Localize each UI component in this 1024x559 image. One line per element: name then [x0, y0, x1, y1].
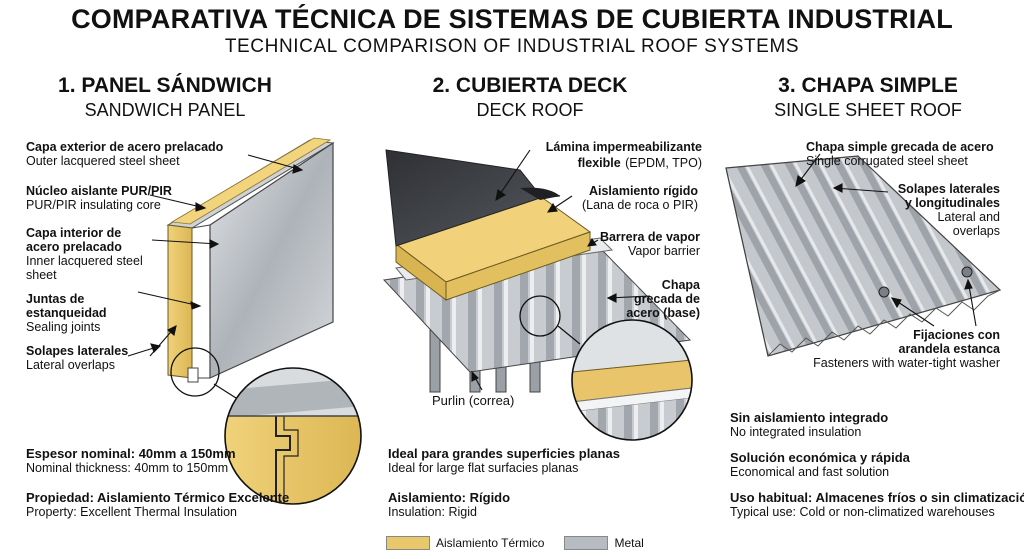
label-es-2: acero prelacado: [26, 240, 122, 254]
label-en: Lateral overlaps: [26, 358, 115, 372]
deck-label-base: Chapa grecada de acero (base): [600, 278, 700, 320]
label-en: Outer lacquered steel sheet: [26, 154, 180, 168]
sandwich-panel-drawing: [166, 137, 335, 399]
deck-label-membrane: Lámina impermeabilizante flexible (EPDM,…: [528, 140, 702, 172]
fact-es: Ideal para grandes superficies planas: [388, 446, 620, 461]
simple-label-sheet: Chapa simple grecada de acero Single cor…: [806, 140, 994, 168]
fact-en: Nominal thickness: 40mm to 150mm: [26, 461, 229, 475]
fact-es: Uso habitual: Almacenes fríos o sin clim…: [730, 490, 1024, 505]
sandwich-subheading: SANDWICH PANEL: [84, 100, 246, 120]
label-es: Lámina impermeabilizante: [545, 140, 702, 154]
fact-en: No integrated insulation: [730, 425, 862, 439]
label-es-3: acero (base): [626, 306, 700, 320]
label-en: Sealing joints: [26, 320, 101, 334]
label-en: (EPDM, TPO): [625, 156, 702, 170]
label-en: Inner lacquered steel: [26, 254, 143, 268]
label-es: Barrera de vapor: [599, 230, 700, 244]
simple-heading: 3. CHAPA SIMPLE: [778, 74, 958, 97]
simple-label-fasteners: Fijaciones con arandela estanca Fastener…: [790, 328, 1000, 370]
label-es: Núcleo aislante PUR/PIR: [26, 184, 172, 198]
label-en-2: sheet: [26, 268, 57, 282]
fact-en: Economical and fast solution: [730, 465, 890, 479]
label-es: Fijaciones con: [913, 328, 1000, 342]
page-title: COMPARATIVA TÉCNICA DE SISTEMAS DE CUBIE…: [71, 4, 953, 34]
fact-es: Espesor nominal: 40mm a 150mm: [26, 446, 236, 461]
label-es: Juntas de: [26, 292, 85, 306]
label-es: Capa interior de: [26, 226, 122, 240]
fact-es: Solución económica y rápida: [730, 450, 910, 465]
deck-label-insulation: Aislamiento rígido (Lana de roca o PIR): [560, 184, 698, 212]
label-es: Solapes laterales: [897, 182, 1000, 196]
label-es: Aislamiento rígido: [588, 184, 698, 198]
sandwich-fact-thickness: Espesor nominal: 40mm a 150mm Nominal th…: [26, 446, 236, 476]
fact-es: Aislamiento: Rígido: [388, 490, 511, 505]
single-leaders: [795, 153, 977, 327]
sandwich-joint-detail: [224, 367, 362, 505]
label-es: Chapa simple grecada de acero: [806, 140, 994, 154]
deck-leaders: [471, 149, 651, 391]
label-es-2: grecada de: [633, 292, 700, 306]
simple-fact-no-insulation: Sin aislamiento integrado No integrated …: [730, 410, 888, 440]
label-es: Solapes laterales: [26, 344, 129, 358]
sandwich-label-overlaps: Solapes laterales Lateral overlaps: [26, 344, 128, 372]
label-en-2: overlaps: [952, 224, 1000, 238]
label-en: PUR/PIR insulating core: [26, 198, 161, 212]
legend: Aislamiento Térmico Metal: [386, 536, 644, 550]
label-en: Fasteners with water-tight washer: [813, 356, 1000, 370]
fact-es: Sin aislamiento integrado: [730, 410, 889, 425]
label-en: Lateral and: [937, 210, 1000, 224]
sandwich-leaders: [127, 154, 304, 357]
label-es-2: arandela estanca: [898, 342, 1000, 356]
deck-fact-surfaces: Ideal para grandes superficies planas Id…: [388, 446, 620, 476]
label-es: Capa exterior de acero prelacado: [26, 140, 224, 154]
sandwich-fact-property: Propiedad: Aislamiento Térmico Excelente…: [26, 490, 289, 520]
fact-en: Ideal for large flat surfacies planas: [388, 461, 579, 475]
sandwich-heading: 1. PANEL SÁNDWICH: [58, 74, 272, 97]
fact-en: Insulation: Rigid: [388, 505, 477, 519]
label-es: Chapa: [661, 278, 700, 292]
deck-roof-drawing: [382, 149, 693, 441]
legend-label-insulation: Aislamiento Térmico: [436, 536, 545, 550]
label-en: Vapor barrier: [627, 244, 700, 258]
label-en: (Lana de roca o PIR): [581, 198, 698, 212]
legend-swatch-metal: [564, 536, 609, 550]
fact-en: Property: Excellent Thermal Insulation: [26, 505, 237, 519]
sandwich-label-core: Núcleo aislante PUR/PIR PUR/PIR insulati…: [26, 184, 172, 212]
simple-subheading: SINGLE SHEET ROOF: [774, 100, 962, 120]
deck-subheading: DECK ROOF: [476, 100, 584, 120]
sandwich-label-inner-sheet: Capa interior de acero prelacado Inner l…: [26, 226, 143, 282]
deck-purlin-label: Purlin (correa): [432, 393, 515, 408]
single-sheet-drawing: [725, 155, 1002, 357]
sandwich-label-joints: Juntas de estanqueidad Sealing joints: [26, 292, 107, 334]
deck-fact-insulation: Aislamiento: Rígido Insulation: Rigid: [388, 490, 510, 520]
label-es-2: flexible: [577, 156, 621, 170]
fact-es: Propiedad: Aislamiento Térmico Excelente: [26, 490, 290, 505]
deck-label-vapor: Barrera de vapor Vapor barrier: [580, 230, 700, 258]
legend-swatch-insulation: [386, 536, 430, 550]
label-en: Single corrugated steel sheet: [806, 154, 968, 168]
simple-fact-usage: Uso habitual: Almacenes fríos o sin clim…: [730, 490, 1024, 520]
simple-label-overlaps: Solapes laterales y longitudinales Later…: [860, 182, 1000, 238]
deck-heading: 2. CUBIERTA DECK: [432, 74, 628, 97]
sandwich-label-outer-sheet: Capa exterior de acero prelacado Outer l…: [26, 140, 223, 168]
legend-label-metal: Metal: [614, 536, 644, 550]
page-subtitle: TECHNICAL COMPARISON OF INDUSTRIAL ROOF …: [224, 36, 800, 57]
fact-en: Typical use: Cold or non-climatized ware…: [730, 505, 995, 519]
label-es-2: estanqueidad: [26, 306, 107, 320]
label-es-2: y longitudinales: [904, 196, 1000, 210]
simple-fact-economical: Solución económica y rápida Economical a…: [730, 450, 910, 480]
